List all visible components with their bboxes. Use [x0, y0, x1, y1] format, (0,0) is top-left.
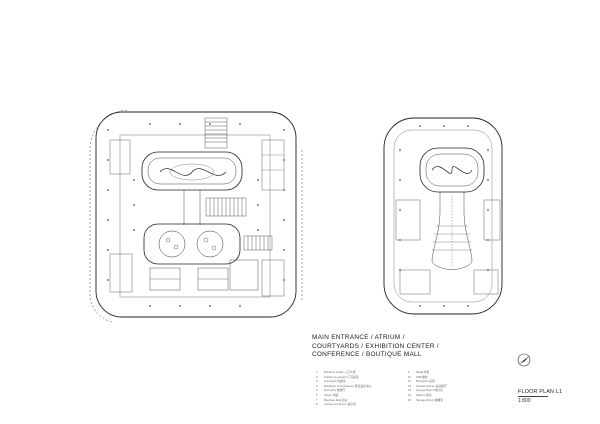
- plan-label: FLOOR PLAN L1 1:800: [518, 389, 562, 404]
- sheet-title-line-3: CONFERENCE / BOUTIQUE MALL: [312, 351, 422, 359]
- left-building-plan: [89, 109, 303, 323]
- plan-title: FLOOR PLAN L1: [518, 389, 563, 395]
- sheet-title-block: MAIN ENTRANCE / ATRIUM / COURTYARDS / EX…: [312, 334, 462, 360]
- plan-scale: 1:800: [518, 398, 531, 404]
- stair-block: [204, 117, 273, 251]
- north-arrow-icon: [517, 353, 531, 367]
- right-building-plan: [383, 117, 503, 315]
- sheet-title-line-1: MAIN ENTRANCE / ATRIUM /: [312, 334, 405, 341]
- plan-title-rule: [518, 396, 548, 397]
- sheet-title-line-2: COURTYARDS / EXHIBITION CENTER /: [312, 342, 439, 350]
